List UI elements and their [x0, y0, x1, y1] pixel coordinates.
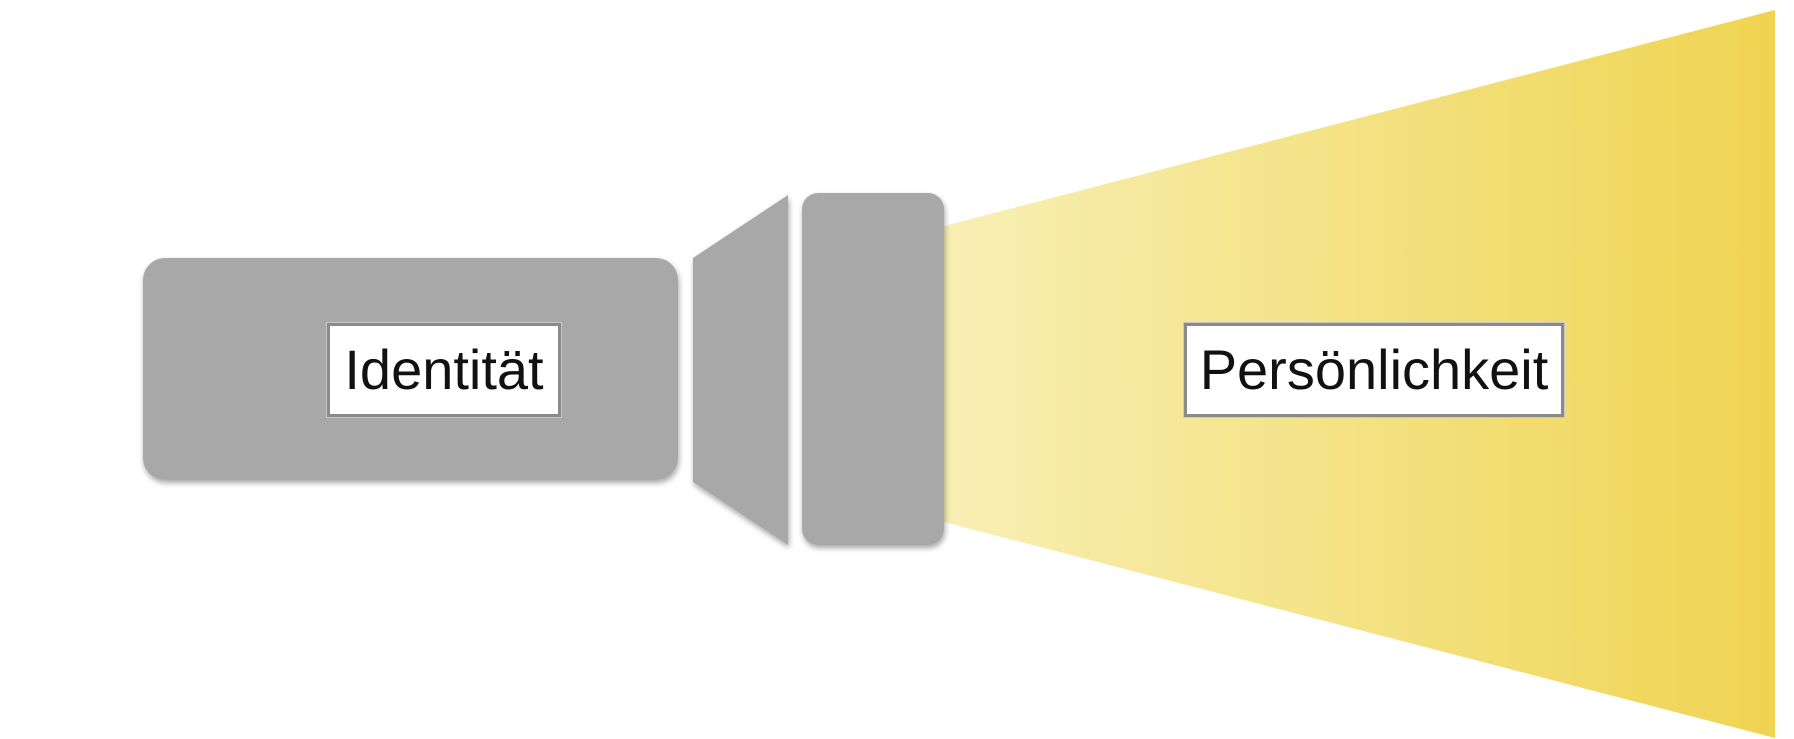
flashlight-neck: [693, 195, 788, 545]
personality-label: Persönlichkeit: [1183, 322, 1565, 418]
identity-label: Identität: [326, 322, 562, 418]
flashlight-head: [802, 193, 944, 545]
